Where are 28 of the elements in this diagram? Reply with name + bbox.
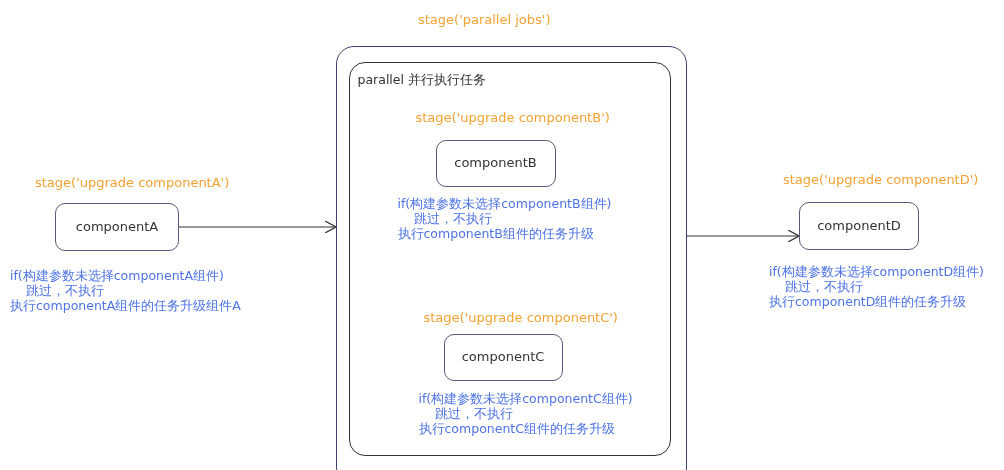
condition-note: 跳过，不执行 bbox=[412, 210, 493, 226]
condition-note: 跳过，不执行 bbox=[784, 279, 864, 294]
condition-note: if(构建参数未选择componentB组件) bbox=[397, 195, 612, 211]
stage-label: stage('upgrade componentA') bbox=[35, 174, 230, 192]
stage-label: stage('upgrade componentD') bbox=[783, 171, 979, 189]
stage-label: stage('parallel jobs') bbox=[418, 11, 551, 29]
component-name: componentB bbox=[454, 154, 537, 173]
condition-note: if(构建参数未选择componentA组件) bbox=[10, 268, 225, 283]
component-name: componentD bbox=[817, 217, 901, 236]
condition-note: 执行componentD组件的任务升级 bbox=[769, 294, 968, 309]
arrow bbox=[178, 220, 337, 234]
arrow bbox=[686, 229, 800, 243]
condition-note: 执行componentB组件的任务升级 bbox=[397, 225, 595, 241]
condition-note: 执行componentC组件的任务升级 bbox=[418, 420, 616, 436]
component-box bbox=[799, 202, 919, 250]
component-box bbox=[55, 203, 179, 251]
condition-note: if(构建参数未选择componentD组件) bbox=[769, 264, 984, 279]
condition-note: if(构建参数未选择componentC组件) bbox=[418, 390, 633, 406]
component-box bbox=[443, 333, 563, 381]
condition-note: 跳过，不执行 bbox=[25, 283, 105, 298]
component-box bbox=[435, 139, 556, 187]
component-name: componentC bbox=[461, 348, 545, 367]
condition-note: 跳过，不执行 bbox=[433, 405, 514, 421]
stage-label: stage('upgrade componentC') bbox=[423, 308, 618, 327]
group-title: parallel 并行执行任务 bbox=[357, 70, 486, 89]
condition-note: 执行componentA组件的任务升级组件A bbox=[10, 298, 241, 313]
component-name: componentA bbox=[75, 218, 159, 237]
stage-label: stage('upgrade componentB') bbox=[415, 108, 610, 127]
